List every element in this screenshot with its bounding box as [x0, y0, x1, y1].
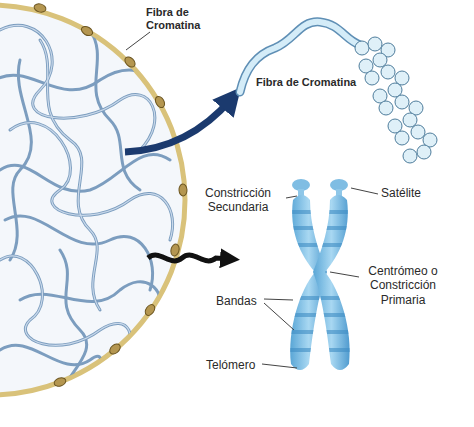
nucleus [0, 3, 187, 395]
part-label: Centrómeo o Constricción Primaria [361, 264, 445, 307]
nucleosome-coil [355, 37, 437, 163]
part-label: Bandas [216, 294, 262, 308]
part-label: Telómero [206, 358, 262, 372]
part-label: Fibra de Cromatina [146, 6, 218, 32]
part-label: Constricción Secundaria [188, 186, 288, 215]
condensation-arrow [148, 255, 230, 261]
nuclear-pores [33, 3, 187, 388]
leader-lines [126, 32, 378, 368]
zoom-arrow [125, 98, 232, 152]
part-label: Fibra de Cromatina [256, 76, 376, 89]
chromosome [280, 179, 360, 370]
part-label: Satélite [381, 186, 451, 200]
